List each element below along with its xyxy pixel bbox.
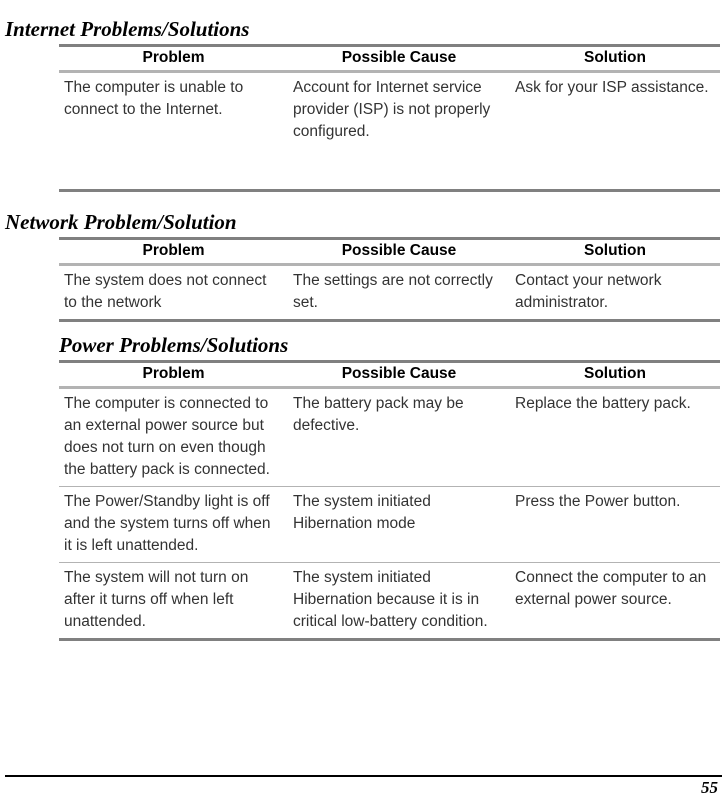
table-power-problems: Problem Possible Cause Solution The comp… bbox=[59, 360, 720, 642]
cell-cause: The system initiated Hibernation because… bbox=[288, 562, 510, 642]
table-row: The Power/Standby light is off and the s… bbox=[59, 486, 720, 563]
table-header-row: Problem Possible Cause Solution bbox=[59, 44, 720, 74]
column-header-possible-cause: Possible Cause bbox=[288, 237, 510, 267]
page-footer: 55 bbox=[5, 775, 722, 798]
cell-solution: Replace the battery pack. bbox=[515, 395, 691, 413]
table-row: The computer is unable to connect to the… bbox=[59, 71, 720, 193]
column-header-possible-cause: Possible Cause bbox=[288, 360, 510, 390]
cell-problem: The Power/Standby light is off and the s… bbox=[59, 486, 288, 563]
cell-problem: The system will not turn on after it tur… bbox=[59, 562, 288, 642]
cell-problem: The computer is unable to connect to the… bbox=[59, 71, 288, 193]
column-header-problem: Problem bbox=[59, 44, 288, 74]
cell-solution: Connect the computer to an external powe… bbox=[510, 562, 720, 642]
cell-cause: Account for Internet service provider (I… bbox=[288, 71, 510, 193]
table-header-row: Problem Possible Cause Solution bbox=[59, 237, 720, 267]
table-row: The system will not turn on after it tur… bbox=[59, 562, 720, 642]
section-internet: Internet Problems/Solutions Problem Poss… bbox=[0, 0, 727, 193]
column-header-possible-cause: Possible Cause bbox=[288, 44, 510, 74]
table-row: The computer is connected to an external… bbox=[59, 388, 720, 487]
section-heading-power: Power Problems/Solutions bbox=[59, 333, 289, 358]
column-header-problem: Problem bbox=[59, 237, 288, 267]
column-header-solution: Solution bbox=[510, 237, 720, 267]
table-row: The system does not connect to the netwo… bbox=[59, 264, 720, 323]
cell-cause: The system initiated Hibernation mode bbox=[288, 486, 510, 563]
section-heading-network: Network Problem/Solution bbox=[5, 210, 237, 235]
cell-solution: Press the Power button. bbox=[510, 486, 720, 563]
column-header-problem: Problem bbox=[59, 360, 288, 390]
cell-solution: Ask for your ISP assistance. bbox=[510, 71, 720, 193]
footer-divider bbox=[5, 775, 722, 777]
section-heading-internet: Internet Problems/Solutions bbox=[5, 17, 250, 41]
table-internet-problems: Problem Possible Cause Solution The comp… bbox=[59, 44, 720, 193]
column-header-solution: Solution bbox=[510, 360, 720, 390]
table-network-problems: Problem Possible Cause Solution The syst… bbox=[59, 237, 720, 323]
cell-problem: The computer is connected to an external… bbox=[64, 395, 270, 479]
cell-cause: The settings are not correctly set. bbox=[288, 264, 510, 323]
cell-cause: The battery pack may be defective. bbox=[293, 395, 464, 435]
table-header-row: Problem Possible Cause Solution bbox=[59, 360, 720, 390]
section-power: Power Problems/Solutions Problem Possibl… bbox=[0, 322, 727, 642]
page-number: 55 bbox=[701, 778, 718, 797]
column-header-solution: Solution bbox=[510, 44, 720, 74]
cell-problem: The system does not connect to the netwo… bbox=[59, 264, 288, 323]
cell-solution: Contact your network administrator. bbox=[510, 264, 720, 323]
section-network: Network Problem/Solution Problem Possibl… bbox=[0, 192, 727, 323]
